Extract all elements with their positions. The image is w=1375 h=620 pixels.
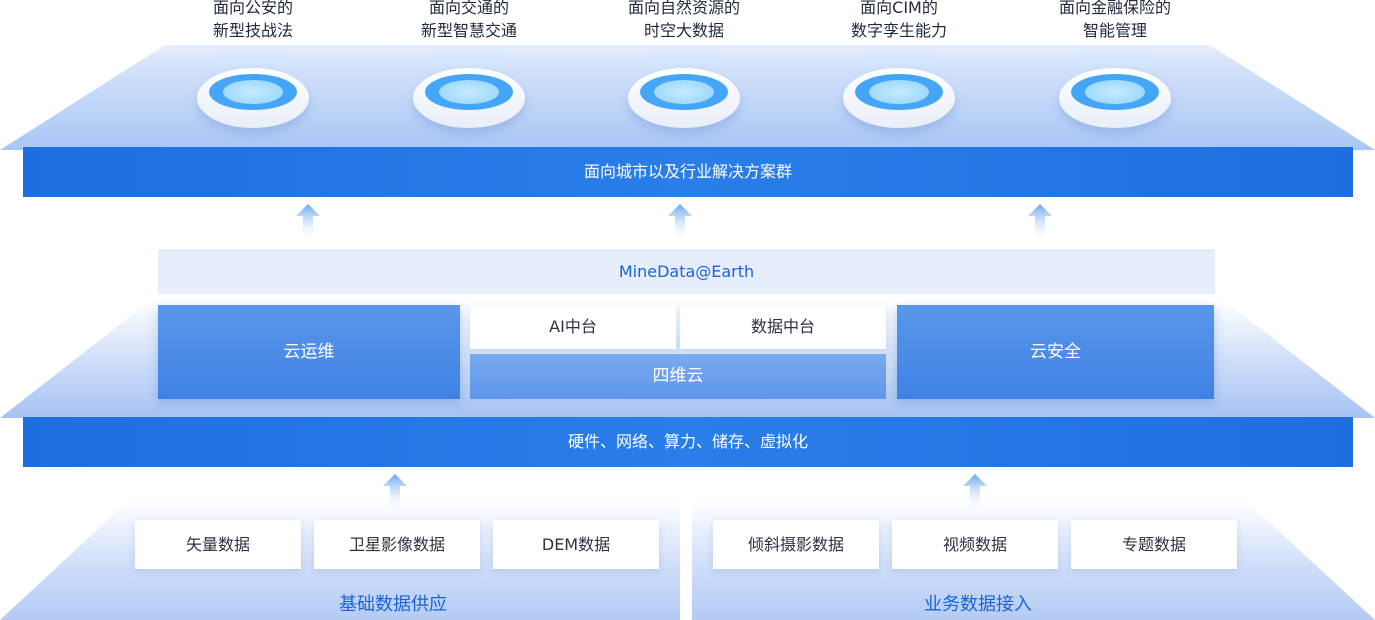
solution-title: 面向自然资源的时空大数据 <box>627 0 740 40</box>
data-card-thematic[interactable]: 专题数据 <box>1071 520 1237 569</box>
platform-title: MineData@Earth <box>158 249 1215 294</box>
pedestal-core <box>439 80 499 104</box>
solution-natural-resources[interactable]: 面向自然资源的时空大数据 <box>594 0 774 135</box>
solution-title: 面向金融保险的智能管理 <box>1058 0 1171 40</box>
pedestal-core <box>869 80 929 104</box>
solution-title: 面向公安的新型技战法 <box>212 0 293 40</box>
data-card-video[interactable]: 视频数据 <box>892 520 1058 569</box>
solution-traffic[interactable]: 面向交通的新型智慧交通 <box>379 0 559 135</box>
data-card-oblique[interactable]: 倾斜摄影数据 <box>713 520 879 569</box>
solution-band: 面向城市以及行业解决方案群 <box>23 147 1353 197</box>
data-center-block[interactable]: 数据中台 <box>680 305 886 349</box>
solution-finance-insurance[interactable]: 面向金融保险的智能管理 <box>1025 0 1205 135</box>
data-card-vector[interactable]: 矢量数据 <box>135 520 301 569</box>
solution-title: 面向交通的新型智慧交通 <box>420 0 517 40</box>
solution-cim[interactable]: 面向CIM的数字孪生能力 <box>809 0 989 135</box>
pedestal-core <box>223 80 283 104</box>
solution-title: 面向CIM的数字孪生能力 <box>850 0 947 40</box>
infrastructure-band: 硬件、网络、算力、储存、虚拟化 <box>23 417 1353 467</box>
arrow-up-icon <box>668 204 692 242</box>
ai-center-block[interactable]: AI中台 <box>470 305 676 349</box>
arrow-up-icon <box>296 204 320 242</box>
business-data-label: 业务数据接入 <box>924 594 1032 615</box>
basic-data-label: 基础数据供应 <box>339 594 447 615</box>
cloud-security-block[interactable]: 云安全 <box>897 305 1214 399</box>
pedestal-core <box>654 80 714 104</box>
data-card-satellite[interactable]: 卫星影像数据 <box>314 520 480 569</box>
four-d-cloud-block[interactable]: 四维云 <box>470 354 886 399</box>
data-card-dem[interactable]: DEM数据 <box>493 520 659 569</box>
arrow-up-icon <box>1028 204 1052 242</box>
cloud-ops-block[interactable]: 云运维 <box>158 305 460 399</box>
arrow-up-icon <box>963 474 987 512</box>
solution-public-security[interactable]: 面向公安的新型技战法 <box>163 0 343 135</box>
arrow-up-icon <box>383 474 407 512</box>
pedestal-core <box>1085 80 1145 104</box>
